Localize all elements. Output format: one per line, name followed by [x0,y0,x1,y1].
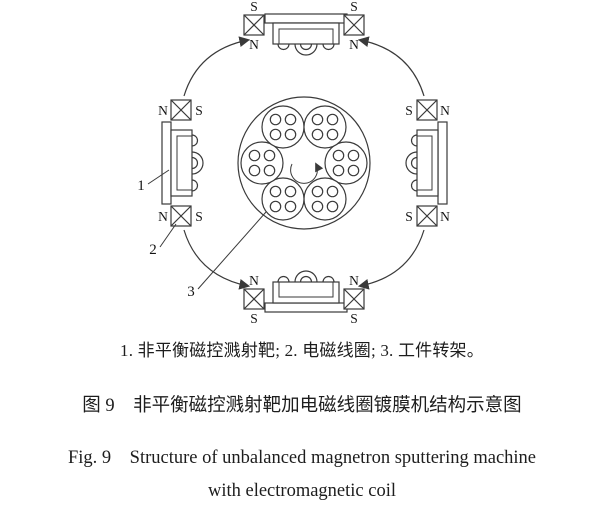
workpiece-holder [303,177,347,221]
coil-box-left-upper [170,99,192,121]
coil-box-top-left [243,14,265,36]
callout-1-line [147,169,170,185]
pole-label-s: S [350,0,358,14]
pole-label-n: N [349,37,359,52]
pole-label-s: S [250,0,258,14]
figure-caption-en-2: with electromagnetic coil [207,481,396,501]
pole-label-s: S [350,311,358,326]
pole-label-n: N [249,37,259,52]
pole-label-s: S [195,103,203,118]
workpiece-holder [324,141,368,185]
coil-box-bottom-left [243,288,265,310]
coil-box-top-right [343,14,365,36]
pole-label-s: S [405,103,413,118]
field-line-arc-top-left [183,36,251,97]
callout-3-label: 3 [187,284,195,300]
workpiece-holder [240,141,284,185]
pole-label-n: N [440,209,450,224]
pole-label-n: N [158,103,168,118]
figure-caption-en: Fig. 9 Structure of unbalanced magnetron… [67,448,537,468]
magnetron-target-top [264,13,348,56]
workpiece-holder [261,105,305,149]
callout-2-line [159,223,177,248]
workpiece-holder [303,105,347,149]
coil-box-left-lower [170,205,192,227]
callout-3-line [197,211,267,290]
field-line-arc-bottom-left [183,229,251,290]
magnetron-target-bottom [264,270,348,313]
workpiece-holder [261,177,305,221]
field-line-arc-top-right [357,36,425,97]
pole-label-n: N [249,273,259,288]
pole-label-s: S [250,311,258,326]
callout-2-label: 2 [149,242,157,258]
magnetron-target-right [405,121,448,205]
pole-label-n: N [349,273,359,288]
pole-label-s: S [195,209,203,224]
pole-label-n: N [158,209,168,224]
coil-box-bottom-right [343,288,365,310]
figure-caption-zh: 图 9 非平衡磁控溅射靶加电磁线圈镀膜机结构示意图 [82,396,522,416]
pole-label-n: N [440,103,450,118]
figure-legend: 1. 非平衡磁控溅射靶; 2. 电磁线圈; 3. 工件转架。 [120,341,484,360]
callout-1-label: 1 [137,178,145,194]
pole-label-s: S [405,209,413,224]
magnetron-target-left [161,121,204,205]
sputtering-machine-diagram: S N S N N S N S N S N S S N S N 1 2 3 [137,0,450,326]
field-line-arc-bottom-right [357,229,425,290]
rotation-arrow [290,162,324,184]
coil-box-right-lower [416,205,438,227]
coil-box-right-upper [416,99,438,121]
